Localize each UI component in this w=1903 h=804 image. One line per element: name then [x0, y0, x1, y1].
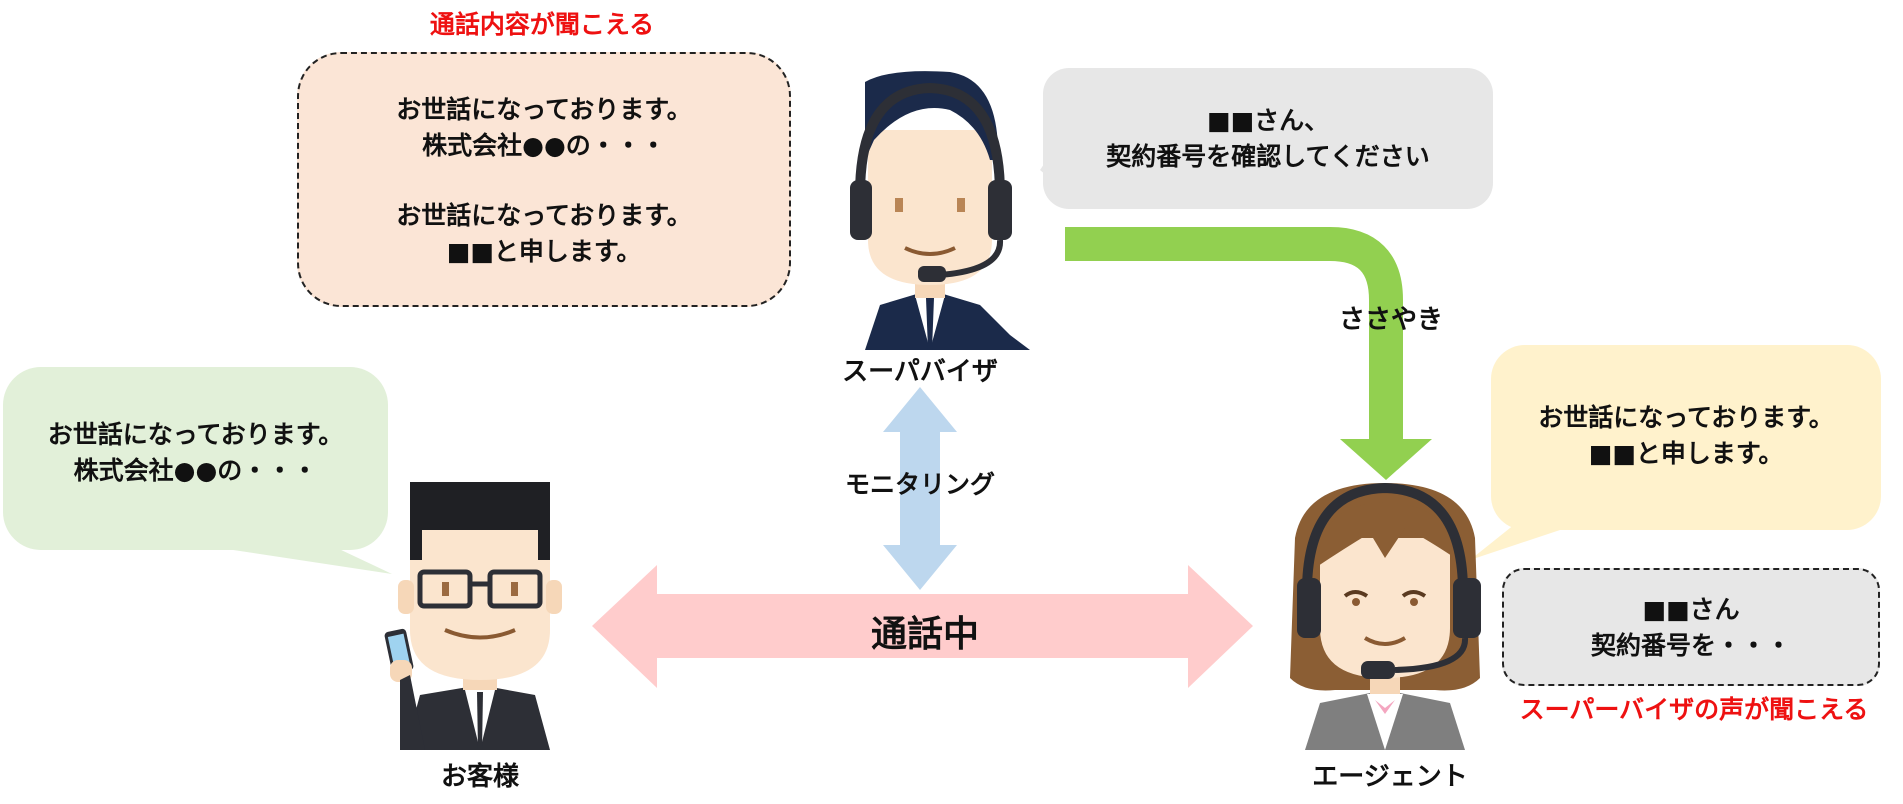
speech-line: 契約番号を確認してください [1106, 142, 1430, 171]
speech-line: ■■さん、 [1206, 106, 1330, 135]
agent-speech-bubble: お世話になっております。 ■■と申します。 [1491, 345, 1881, 530]
speech-line: 株式会社●●の・・・ [73, 456, 318, 485]
supervisor-avatar [850, 71, 1030, 350]
heard-line: ■■と申します。 [446, 237, 642, 266]
heard-line [299, 164, 789, 198]
agent-label: エージェント [1312, 762, 1468, 792]
supervisor-heard-bubble: お世話になっております。 株式会社●●の・・・ お世話になっております。 ■■と… [297, 52, 791, 307]
speech-line: お世話になっております。 [1538, 403, 1834, 432]
speech-line: お世話になっております。 [47, 420, 344, 449]
heard-line: ■■さん [1642, 595, 1740, 624]
heard-line: お世話になっております。 [396, 201, 692, 230]
call-label: 通話中 [870, 614, 979, 655]
monitoring-label: モニタリング [844, 470, 995, 499]
supervisor-label: スーパバイザ [842, 357, 998, 387]
whisper-arrow [1065, 227, 1403, 441]
heard-line: 株式会社●●の・・・ [422, 131, 666, 160]
supervisor-monitor-note: 通話内容が聞こえる [429, 10, 655, 39]
call-arrow [592, 565, 1253, 688]
agent-heard-bubble: ■■さん 契約番号を・・・ [1502, 568, 1880, 686]
agent-speech-tail [1470, 520, 1590, 560]
speech-line: ■■と申します。 [1588, 439, 1784, 468]
customer-avatar [384, 482, 562, 750]
supervisor-speech-bubble: ■■さん、 契約番号を確認してください [1043, 68, 1493, 209]
customer-label: お客様 [440, 762, 519, 792]
agent-heard-note: スーパーバイザの声が聞こえる [1519, 695, 1869, 724]
agent-avatar [1290, 482, 1481, 750]
whisper-arrow-head [1340, 439, 1432, 480]
heard-line: お世話になっております。 [396, 95, 692, 124]
whisper-label: ささやき [1338, 305, 1443, 335]
heard-line: 契約番号を・・・ [1590, 631, 1791, 660]
customer-speech-bubble: お世話になっております。 株式会社●●の・・・ [3, 367, 388, 550]
monitoring-arrow [883, 387, 957, 590]
